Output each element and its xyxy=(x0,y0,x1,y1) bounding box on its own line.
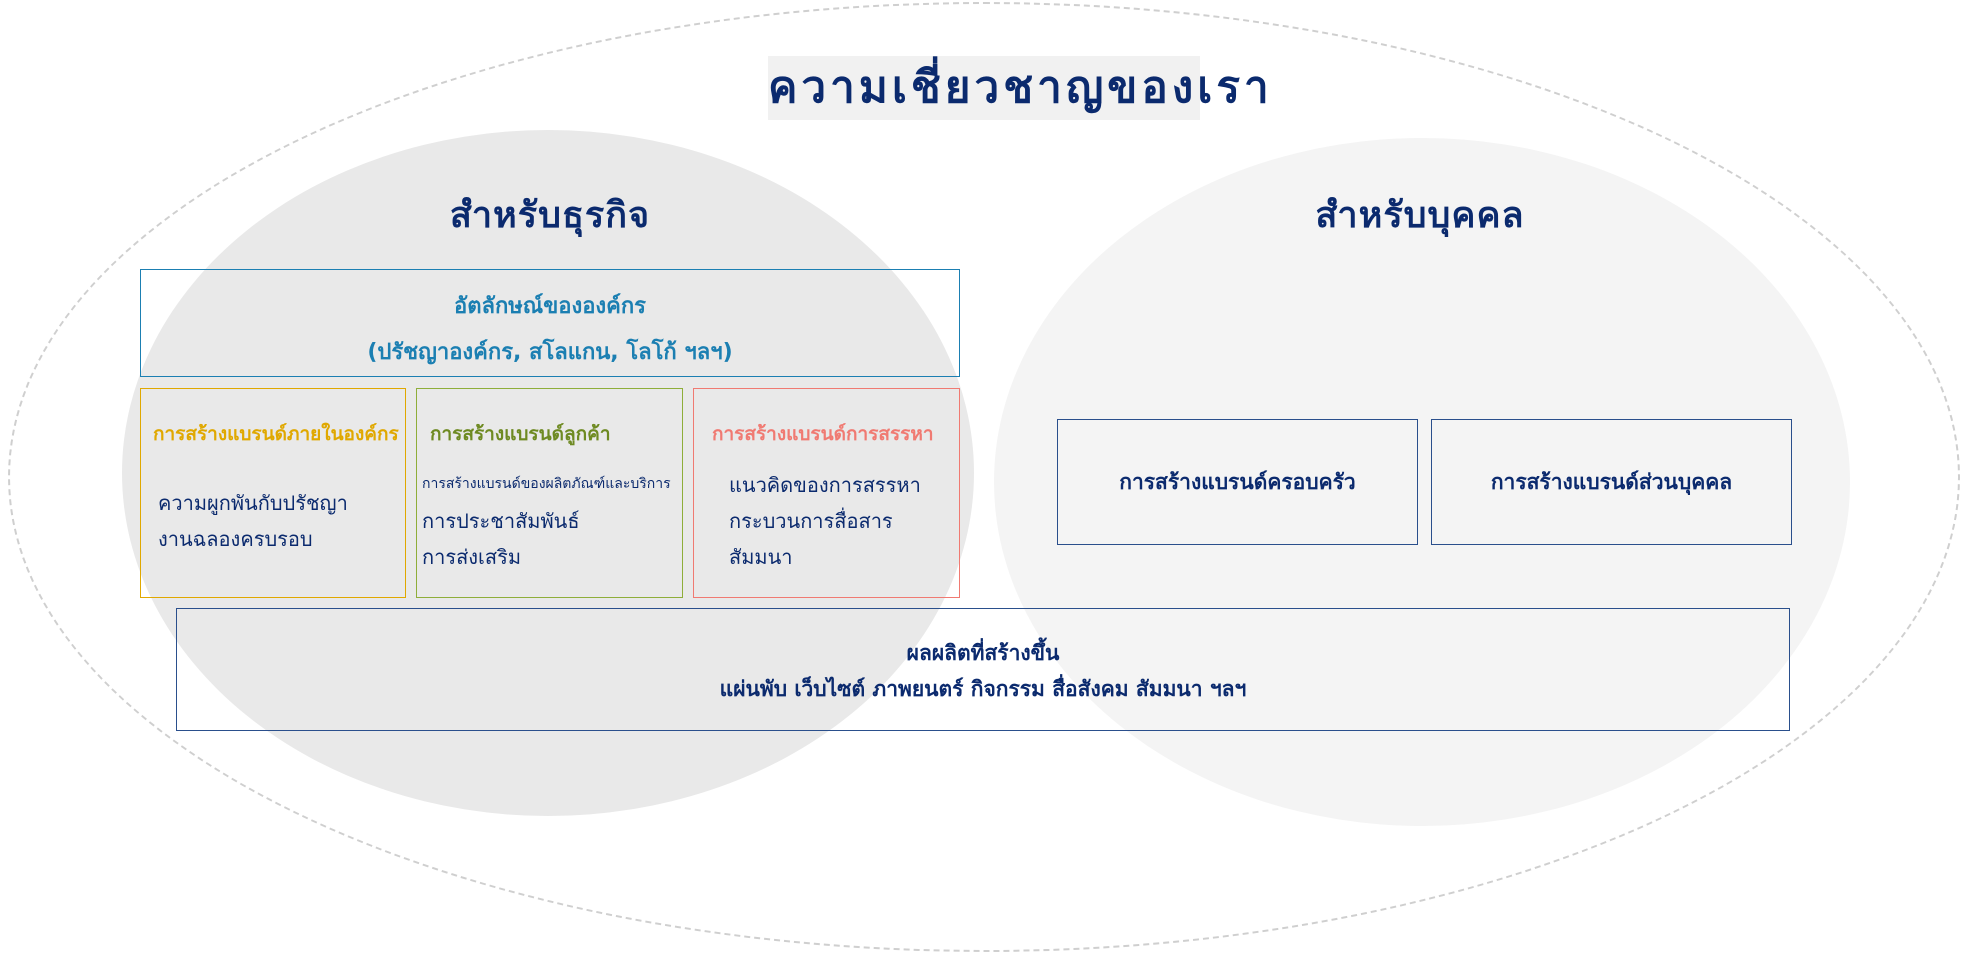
family-branding-box: การสร้างแบรนด์ครอบครัว xyxy=(1057,419,1418,545)
personal-circle xyxy=(994,138,1850,826)
identity-subtitle: (ปรัชญาองค์กร, สโลแกน, โลโก้ ฯลฯ) xyxy=(367,340,733,365)
business-heading: สำหรับธุรกิจ xyxy=(449,195,651,236)
recruitment-item: สัมมนา xyxy=(729,545,793,569)
recruitment-branding-title: การสร้างแบรนด์การสรรหา xyxy=(712,423,934,445)
outputs-items: แผ่นพับ เว็บไซต์ ภาพยนตร์ กิจกรรม สื่อสั… xyxy=(719,677,1247,701)
customer-item: การส่งเสริม xyxy=(422,545,522,569)
business-circle xyxy=(122,130,974,816)
customer-item: การสร้างแบรนด์ของผลิตภัณฑ์และบริการ xyxy=(422,476,671,492)
internal-branding-title: การสร้างแบรนด์ภายในองค์กร xyxy=(153,423,399,445)
outer-dashed-ellipse xyxy=(8,2,1960,952)
recruitment-item: แนวคิดของการสรรหา xyxy=(729,473,921,497)
customer-branding-title: การสร้างแบรนด์ลูกค้า xyxy=(430,423,611,445)
recruitment-item: กระบวนการสื่อสาร xyxy=(729,509,893,533)
internal-item: ความผูกพันกับปรัชญา xyxy=(158,491,348,515)
personal-heading: สำหรับบุคคล xyxy=(1315,195,1525,236)
customer-item: การประชาสัมพันธ์ xyxy=(422,509,580,533)
customer-branding-box: การสร้างแบรนด์ลูกค้า การสร้างแบรนด์ของผล… xyxy=(416,388,683,598)
internal-branding-box: การสร้างแบรนด์ภายในองค์กร ความผูกพันกับป… xyxy=(140,388,406,598)
internal-item: งานฉลองครบรอบ xyxy=(158,527,313,551)
recruitment-branding-box: การสร้างแบรนด์การสรรหา แนวคิดของการสรรหา… xyxy=(693,388,960,598)
corporate-identity-box: อัตลักษณ์ขององค์กร (ปรัชญาองค์กร, สโลแกน… xyxy=(140,269,960,377)
personal-branding-box: การสร้างแบรนด์ส่วนบุคคล xyxy=(1431,419,1792,545)
outputs-box: ผลผลิตที่สร้างขึ้น แผ่นพับ เว็บไซต์ ภาพย… xyxy=(176,608,1790,731)
identity-title: อัตลักษณ์ขององค์กร xyxy=(453,294,647,319)
outputs-title: ผลผลิตที่สร้างขึ้น xyxy=(906,641,1060,665)
main-title: ความเชี่ยวชาญของเรา xyxy=(768,56,1269,120)
